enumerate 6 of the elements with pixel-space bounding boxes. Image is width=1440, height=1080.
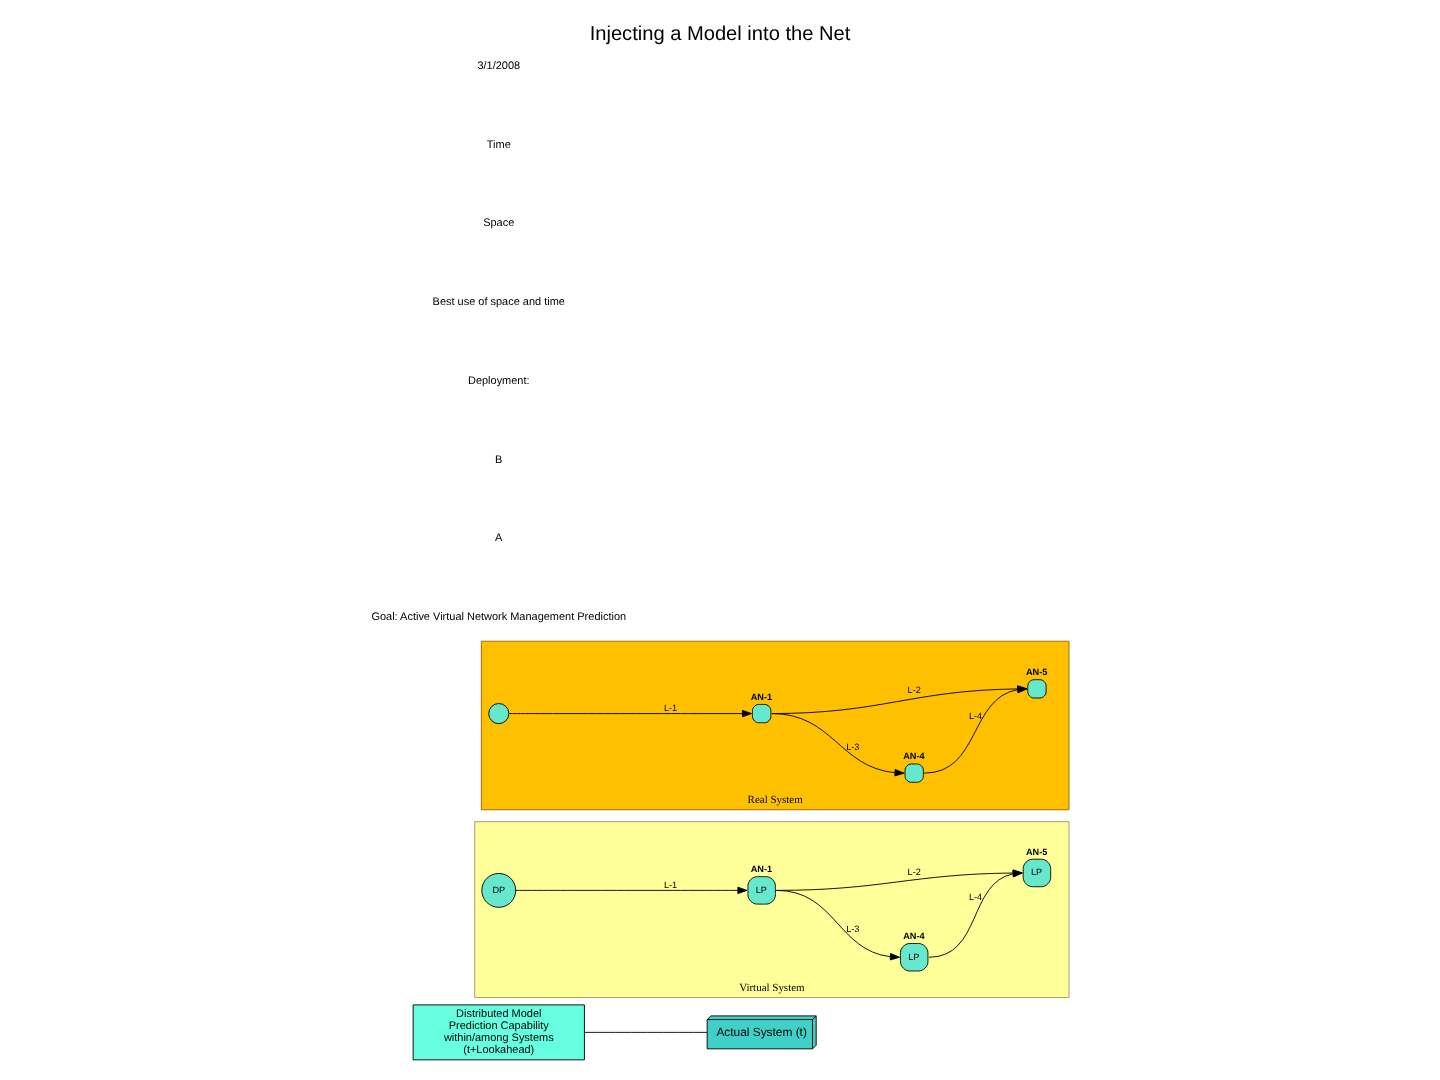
node-circle: [488, 703, 510, 725]
arrow: [515, 886, 748, 895]
arrow: [508, 709, 753, 718]
arrow: [771, 713, 905, 777]
diagram-title: Injecting a Model into the Net: [589, 23, 851, 46]
connector: [584, 1031, 708, 1033]
